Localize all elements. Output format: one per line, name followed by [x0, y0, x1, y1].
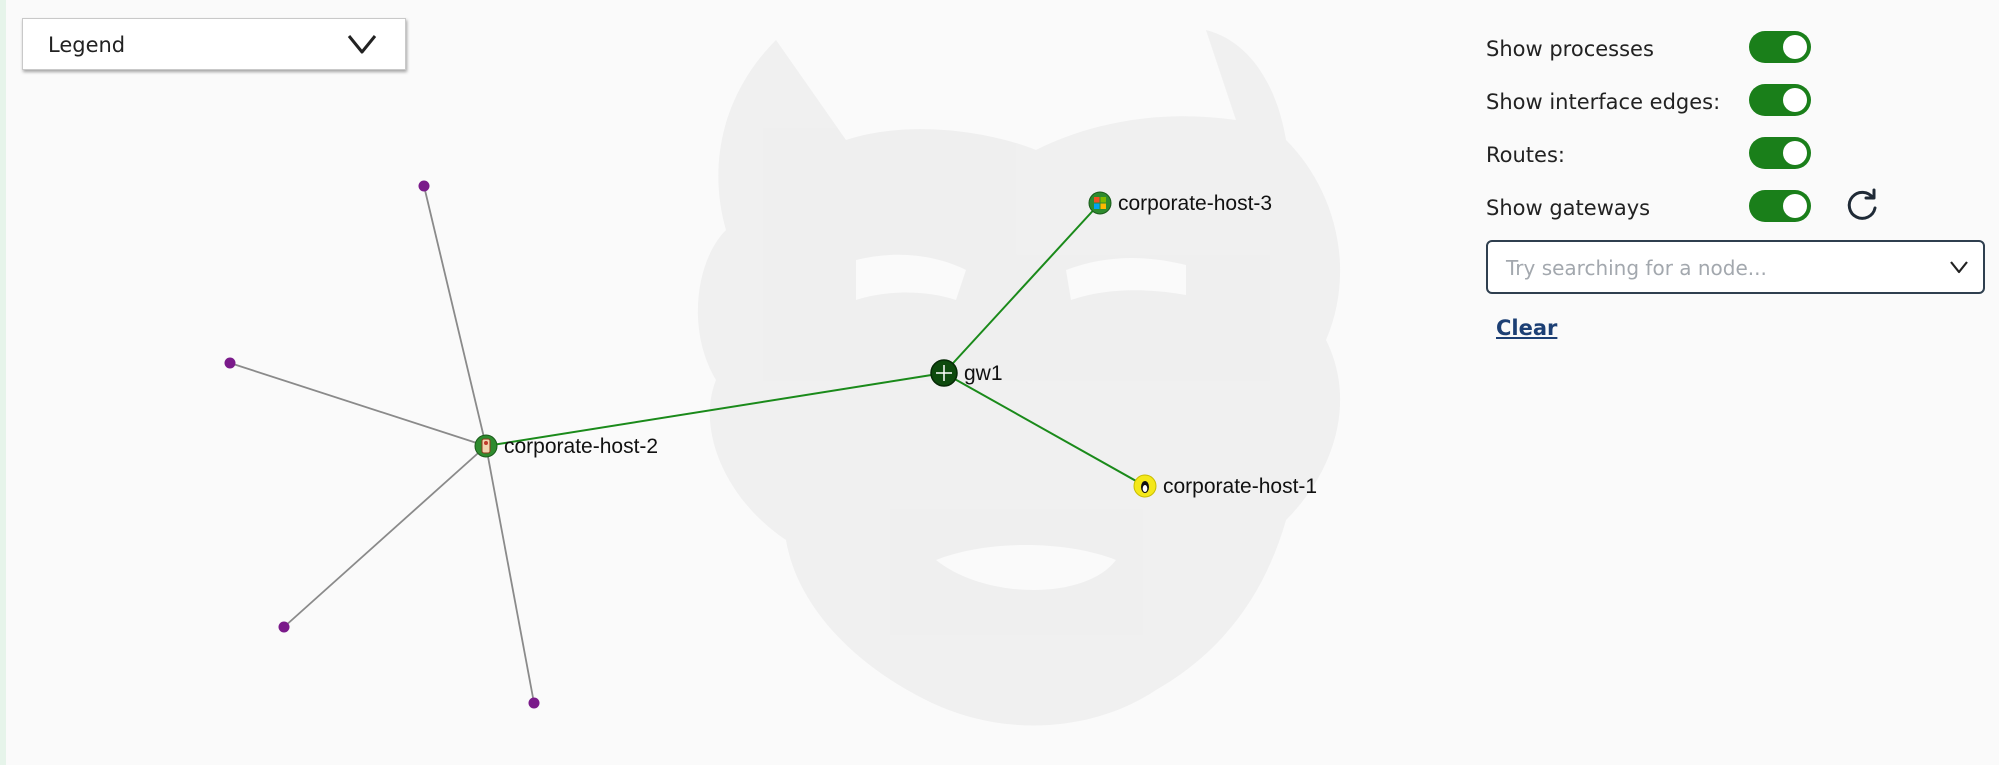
process-node[interactable]	[224, 357, 236, 369]
toggle-knob	[1783, 88, 1807, 112]
process-dot-icon	[418, 180, 430, 192]
node-label: corporate-host-3	[1118, 192, 1272, 215]
edge-corporate-host-2-p1	[423, 185, 487, 447]
edge-gw1-corporate-host-3	[943, 202, 1101, 374]
toggle-knob	[1783, 194, 1807, 218]
node-label: corporate-host-1	[1163, 475, 1317, 498]
show-gateways-toggle[interactable]	[1749, 190, 1811, 222]
edge-gw1-corporate-host-1	[943, 372, 1146, 487]
routes-label: Routes:	[1486, 143, 1565, 167]
edge-corporate-host-2-p2	[229, 362, 487, 447]
refresh-icon[interactable]	[1843, 186, 1881, 224]
clear-link[interactable]: Clear	[1496, 316, 1558, 340]
gateway-icon	[930, 359, 958, 387]
process-node[interactable]	[418, 180, 430, 192]
node-corporate-host-1[interactable]: corporate-host-1	[1133, 474, 1317, 498]
toggle-row-show-gateways: Show gateways	[1486, 186, 1906, 226]
chevron-down-icon	[1950, 261, 1968, 274]
graph-canvas[interactable]: gw1 corporate-host-3 corporate-host-2 corpo…	[6, 0, 1999, 765]
node-label: gw1	[964, 362, 1003, 385]
background-watermark	[697, 30, 1341, 726]
toggle-row-routes: Routes:	[1486, 133, 1906, 173]
legend-dropdown[interactable]: Legend	[22, 18, 406, 70]
process-node[interactable]	[278, 621, 290, 633]
toggle-row-interface-edges: Show interface edges:	[1486, 80, 1906, 120]
edge-gw1-corporate-host-2	[485, 372, 945, 447]
node-corporate-host-2[interactable]: corporate-host-2	[474, 434, 658, 458]
left-edge-strip	[0, 0, 6, 765]
chevron-down-icon	[347, 35, 377, 54]
edge-corporate-host-2-p3	[283, 445, 487, 628]
show-processes-label: Show processes	[1486, 37, 1654, 61]
process-dot-icon	[528, 697, 540, 709]
linux-icon	[1133, 474, 1157, 498]
process-dot-icon	[224, 357, 236, 369]
show-interface-edges-label: Show interface edges:	[1486, 90, 1721, 114]
edges-layer	[229, 185, 1146, 704]
routes-toggle[interactable]	[1749, 137, 1811, 169]
show-interface-edges-toggle[interactable]	[1749, 84, 1811, 116]
toggle-knob	[1783, 35, 1807, 59]
node-label: corporate-host-2	[504, 435, 658, 458]
toggle-knob	[1783, 141, 1807, 165]
host-icon	[474, 434, 498, 458]
show-processes-toggle[interactable]	[1749, 31, 1811, 63]
edge-corporate-host-2-p4	[485, 445, 535, 704]
show-gateways-label: Show gateways	[1486, 196, 1651, 220]
controls-panel: Show processes Show interface edges: Rou…	[1486, 20, 1986, 360]
node-search-input[interactable]: Try searching for a node...	[1486, 240, 1985, 294]
node-corporate-host-3[interactable]: corporate-host-3	[1088, 191, 1272, 215]
nodes-layer: gw1 corporate-host-3 corporate-host-2 corpo…	[224, 180, 1317, 709]
process-node[interactable]	[528, 697, 540, 709]
search-placeholder: Try searching for a node...	[1506, 256, 1767, 280]
windows-icon	[1088, 191, 1112, 215]
legend-label: Legend	[48, 33, 126, 57]
toggle-row-show-processes: Show processes	[1486, 27, 1906, 67]
node-gw1[interactable]: gw1	[930, 359, 1003, 387]
process-dot-icon	[278, 621, 290, 633]
graph-svg[interactable]: gw1 corporate-host-3 corporate-host-2 corpo…	[6, 0, 1999, 765]
